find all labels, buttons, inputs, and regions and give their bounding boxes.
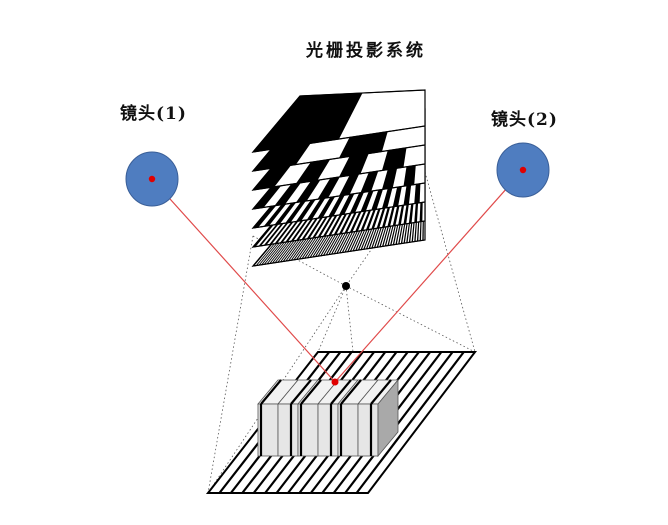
grating-pattern-stack (251, 89, 426, 267)
object-projected-stripe (330, 379, 352, 405)
projection-line (252, 235, 347, 287)
lens-1-center-point (148, 175, 156, 183)
object-block (357, 379, 399, 457)
projection-center-point (342, 282, 350, 290)
diagram-title: 光栅投影系统 (306, 41, 426, 61)
object-block-front (317, 403, 339, 457)
object-block (317, 379, 359, 457)
grating-stripe (253, 93, 363, 152)
object-block-front (277, 403, 299, 457)
object-side-face (377, 378, 399, 458)
lens-1 (125, 151, 179, 207)
projection-line (317, 285, 347, 353)
projection-line (207, 235, 254, 494)
object-projected-stripe (340, 379, 362, 405)
lens-2 (496, 142, 550, 198)
object-block (257, 379, 299, 457)
object-projected-stripe (300, 379, 322, 405)
grating-layer-outline (251, 89, 426, 153)
projection-stripe (355, 351, 465, 494)
projection-line (424, 171, 476, 353)
projection-line (345, 285, 476, 353)
ray-lens-1 (151, 178, 336, 383)
object-block (277, 379, 319, 457)
projection-stripe (344, 351, 454, 494)
camera-lenses (125, 142, 550, 207)
object-block (297, 379, 339, 457)
object-projected-stripe (260, 379, 282, 405)
grating-layer (251, 89, 426, 153)
lens-1-label: 镜头(1) (120, 104, 187, 124)
lens-2-center-point (519, 166, 527, 174)
camera-rays (151, 169, 524, 386)
object-block-front (357, 403, 379, 457)
lens-2-label: 镜头(2) (491, 110, 558, 130)
measured-point (331, 378, 339, 386)
object-projected-stripe (370, 379, 392, 405)
measured-object (257, 378, 399, 458)
ray-lens-2 (334, 169, 524, 383)
object-projected-stripe (290, 379, 312, 405)
